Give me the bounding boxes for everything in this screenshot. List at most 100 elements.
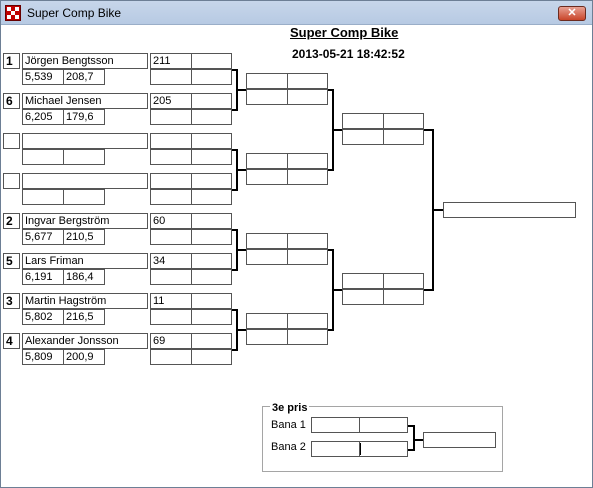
rider-name[interactable] (22, 173, 148, 189)
rider-speed[interactable] (63, 189, 105, 205)
score-field[interactable] (150, 133, 192, 149)
score-field-3[interactable] (150, 189, 192, 205)
third-place-result[interactable] (423, 432, 496, 448)
score-field-4[interactable] (191, 269, 232, 285)
rider-speed[interactable]: 200,9 (63, 349, 105, 365)
bracket-connector (328, 89, 334, 91)
title-bar[interactable]: Super Comp Bike ✕ (1, 1, 592, 25)
semifinal-slot[interactable] (342, 289, 384, 305)
semifinal-slot[interactable] (342, 113, 384, 129)
rider-name[interactable]: Lars Friman (22, 253, 148, 269)
final-slot[interactable] (443, 202, 576, 218)
rider-speed[interactable]: 179,6 (63, 109, 105, 125)
score-field-3[interactable] (150, 149, 192, 165)
seed-number: 4 (3, 333, 20, 349)
round2-slot[interactable] (246, 233, 288, 249)
score-field-3[interactable] (150, 229, 192, 245)
rider-time[interactable]: 5,809 (22, 349, 64, 365)
close-button[interactable]: ✕ (558, 6, 586, 21)
rider-speed[interactable] (63, 149, 105, 165)
score-field[interactable]: 205 (150, 93, 192, 109)
semifinal-slot[interactable] (342, 273, 384, 289)
score-field-4[interactable] (191, 109, 232, 125)
bracket-connector (232, 69, 238, 71)
rider-speed[interactable]: 208,7 (63, 69, 105, 85)
rider-name[interactable]: Martin Hagström (22, 293, 148, 309)
score-field[interactable]: 211 (150, 53, 192, 69)
score-field-2[interactable] (191, 53, 232, 69)
close-icon: ✕ (567, 7, 577, 19)
bracket-connector (328, 329, 334, 331)
rider-name[interactable]: Michael Jensen (22, 93, 148, 109)
score-field-3[interactable] (150, 309, 192, 325)
round2-slot[interactable] (287, 233, 328, 249)
score-field-4[interactable] (191, 189, 232, 205)
lane-2-label: Bana 2 (271, 441, 306, 453)
bracket-connector (236, 329, 246, 331)
score-field[interactable]: 60 (150, 213, 192, 229)
rider-time[interactable]: 6,205 (22, 109, 64, 125)
round2-slot[interactable] (287, 89, 328, 105)
score-field-2[interactable] (191, 93, 232, 109)
score-field-2[interactable] (191, 333, 232, 349)
rider-time[interactable] (22, 149, 64, 165)
rider-name[interactable]: Alexander Jonsson (22, 333, 148, 349)
rider-time[interactable] (22, 189, 64, 205)
rider-name[interactable]: Ingvar Bergström (22, 213, 148, 229)
rider-speed[interactable]: 216,5 (63, 309, 105, 325)
bracket-connector (232, 269, 238, 271)
round2-slot[interactable] (287, 249, 328, 265)
score-field-2[interactable] (191, 133, 232, 149)
score-field-3[interactable] (150, 269, 192, 285)
score-field-2[interactable] (191, 173, 232, 189)
score-field-4[interactable] (191, 309, 232, 325)
lane-2-slot[interactable] (359, 441, 408, 457)
rider-time[interactable]: 5,802 (22, 309, 64, 325)
round2-slot[interactable] (246, 329, 288, 345)
score-field-4[interactable] (191, 349, 232, 365)
bracket-connector (413, 425, 415, 451)
semifinal-slot[interactable] (383, 113, 424, 129)
score-field-2[interactable] (191, 253, 232, 269)
round2-slot[interactable] (287, 313, 328, 329)
rider-name[interactable]: Jörgen Bengtsson (22, 53, 148, 69)
lane-1-slot[interactable] (359, 417, 408, 433)
semifinal-slot[interactable] (383, 129, 424, 145)
rider-time[interactable]: 5,539 (22, 69, 64, 85)
semifinal-slot[interactable] (383, 273, 424, 289)
score-field[interactable]: 69 (150, 333, 192, 349)
round2-slot[interactable] (287, 73, 328, 89)
semifinal-slot[interactable] (342, 129, 384, 145)
score-field-3[interactable] (150, 69, 192, 85)
round2-slot[interactable] (246, 73, 288, 89)
text-cursor (360, 443, 361, 455)
score-field[interactable]: 11 (150, 293, 192, 309)
bracket-connector (232, 309, 238, 311)
round2-slot[interactable] (287, 153, 328, 169)
score-field-3[interactable] (150, 109, 192, 125)
rider-speed[interactable]: 210,5 (63, 229, 105, 245)
rider-time[interactable]: 5,677 (22, 229, 64, 245)
semifinal-slot[interactable] (383, 289, 424, 305)
timestamp: 2013-05-21 18:42:52 (292, 47, 405, 61)
score-field-3[interactable] (150, 349, 192, 365)
rider-time[interactable]: 6,191 (22, 269, 64, 285)
rider-speed[interactable]: 186,4 (63, 269, 105, 285)
round2-slot[interactable] (246, 313, 288, 329)
round2-slot[interactable] (246, 169, 288, 185)
round2-slot[interactable] (287, 329, 328, 345)
score-field-4[interactable] (191, 69, 232, 85)
score-field-2[interactable] (191, 213, 232, 229)
round2-slot[interactable] (246, 153, 288, 169)
score-field[interactable] (150, 173, 192, 189)
rider-name[interactable] (22, 133, 148, 149)
score-field-4[interactable] (191, 229, 232, 245)
bracket-connector (232, 109, 238, 111)
score-field-4[interactable] (191, 149, 232, 165)
score-field-2[interactable] (191, 293, 232, 309)
score-field[interactable]: 34 (150, 253, 192, 269)
round2-slot[interactable] (246, 89, 288, 105)
round2-slot[interactable] (287, 169, 328, 185)
third-place-legend: 3e pris (270, 402, 310, 414)
round2-slot[interactable] (246, 249, 288, 265)
